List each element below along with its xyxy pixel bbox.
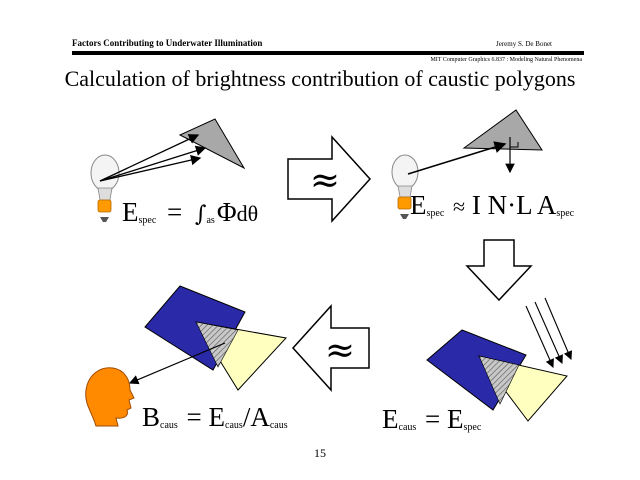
- overlap-hatch-4: [195, 321, 239, 368]
- page-number: 15: [314, 446, 326, 460]
- eq2-sub: spec: [426, 208, 445, 219]
- right-arrow-icon: [287, 135, 372, 223]
- incident-ray: [407, 141, 507, 175]
- ray-arrows-3: [525, 297, 573, 369]
- gray-polygon-1: [178, 118, 246, 170]
- eq2-E: E: [410, 190, 427, 220]
- down-arrow-icon: [465, 239, 533, 302]
- eq4-A: A: [250, 402, 270, 432]
- eq1-E: E: [122, 197, 139, 227]
- equation-espec-integral: Espec = ∫asΦdθ: [122, 197, 258, 228]
- lightbulb-icon-1: [90, 154, 120, 222]
- eq4-equals: =: [186, 402, 202, 432]
- eq2-approx: ≈: [453, 194, 466, 219]
- equation-ecaus: Ecaus = Espec: [382, 404, 481, 435]
- eq1-sub: spec: [138, 215, 157, 226]
- eq2-body: I N·L A: [471, 190, 557, 220]
- equation-bcaus: Bcaus = Ecaus/Acaus: [142, 402, 288, 433]
- overlap-hatch-3: [478, 355, 520, 405]
- eq3-E2: E: [447, 404, 464, 434]
- eq4-sub2: caus: [225, 420, 243, 431]
- header-rule: [72, 51, 584, 55]
- header-author: Jeremy S. De Bonet: [496, 40, 552, 48]
- eq2-a-sub: spec: [556, 208, 575, 219]
- eq1-dtheta: dθ: [236, 201, 259, 226]
- eq4-sub3: caus: [269, 420, 288, 431]
- eq4-slash: /: [242, 402, 251, 432]
- eq4-B: B: [142, 402, 161, 432]
- approx-glyph-right: ≈: [310, 160, 340, 201]
- course-label: MIT Computer Graphics 6.837 : Modeling N…: [430, 57, 582, 63]
- lightbulb-icon-2: [391, 154, 419, 219]
- slide-title: Calculation of brightness contribution o…: [64, 66, 576, 91]
- eq3-sub1: caus: [398, 422, 417, 433]
- eq3-equals: =: [425, 404, 441, 434]
- eq1-equals: =: [167, 197, 183, 227]
- ray-arrows-1: [99, 134, 207, 182]
- eq3-E: E: [382, 404, 399, 434]
- right-angle-marker: [510, 142, 519, 148]
- eq3-sub2: spec: [463, 422, 482, 433]
- equation-espec-approx: Espec ≈ I N·L Aspec: [410, 190, 574, 221]
- eq4-E: E: [208, 402, 226, 432]
- approx-glyph-left: ≈: [325, 330, 355, 371]
- eq4-sub1: caus: [160, 420, 178, 431]
- eq1-int-sub: as: [206, 215, 215, 226]
- eq1-integral: ∫: [195, 202, 207, 227]
- left-arrow-icon: [291, 304, 370, 392]
- head-icon: [85, 367, 135, 427]
- view-ray: [128, 342, 226, 385]
- header-left-title: Factors Contributing to Underwater Illum…: [72, 38, 263, 48]
- eq1-phi: Φ: [216, 197, 237, 227]
